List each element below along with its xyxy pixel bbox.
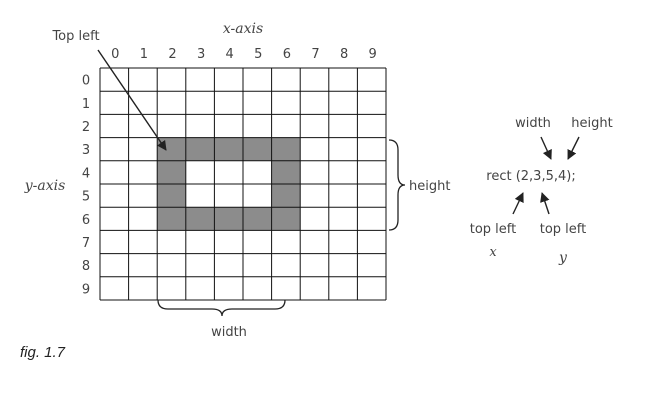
x-tick-label: 7: [311, 47, 319, 62]
rectangle-cell: [214, 207, 243, 231]
width-label: width: [211, 325, 247, 340]
top-left-y-arrow: [540, 192, 550, 215]
rectangle-cell: [243, 137, 272, 161]
rectangle-cell: [271, 184, 301, 208]
y-tick-label: 1: [82, 97, 90, 112]
rectangle-cell: [185, 207, 215, 231]
top-left-x-label: top left: [470, 222, 517, 237]
rectangle-cell: [185, 137, 215, 161]
y-tick-label: 0: [82, 74, 90, 89]
drawn-rectangle: [157, 137, 301, 231]
rectangle-cell: [157, 207, 186, 231]
x-tick-label: 2: [168, 47, 176, 62]
x-tick-label: 8: [340, 47, 348, 62]
height-brace: [388, 139, 406, 231]
x-tick-label: 1: [140, 47, 148, 62]
y-tick-label: 7: [82, 236, 90, 251]
width-param-arrow: [540, 136, 552, 160]
x-tick-label: 4: [226, 47, 234, 62]
y-tick-label: 9: [82, 282, 90, 297]
rectangle-cell: [243, 207, 272, 231]
y-tick-label: 2: [82, 120, 90, 135]
rectangle-cell: [271, 207, 301, 231]
x-tick-label: 0: [111, 47, 119, 62]
y-tick-label: 5: [82, 190, 90, 205]
x-tick-label: 3: [197, 47, 205, 62]
y-tick-labels: 0 1 2 3 4 5 6 7 8 9: [82, 74, 90, 298]
rectangle-cell: [271, 160, 301, 184]
x-axis-title: x-axis: [223, 21, 263, 37]
top-left-y-label: top left: [540, 222, 587, 237]
x-tick-label: 5: [254, 47, 262, 62]
rectangle-cell: [271, 137, 301, 161]
rect-code: rect (2,3,5,4);: [486, 169, 575, 184]
width-param-label: width: [515, 116, 551, 131]
pixel-grid: [99, 67, 387, 301]
top-left-x-sub: x: [489, 245, 497, 260]
height-label: height: [409, 179, 450, 194]
rectangle-cell: [157, 137, 186, 161]
top-left-label: Top left: [51, 29, 99, 44]
height-param-arrow: [567, 136, 580, 160]
y-tick-label: 4: [82, 166, 90, 181]
y-tick-label: 3: [82, 143, 90, 158]
top-left-arrow: [97, 49, 167, 151]
x-tick-label: 9: [369, 47, 377, 62]
y-tick-label: 8: [82, 259, 90, 274]
top-left-x-arrow: [512, 192, 524, 215]
rectangle-cell: [214, 137, 243, 161]
rectangle-cell: [157, 184, 186, 208]
figure-caption: fig. 1.7: [20, 344, 66, 361]
width-brace: [157, 299, 286, 317]
top-left-y-sub: y: [558, 250, 568, 266]
rectangle-cell: [157, 160, 186, 184]
height-param-label: height: [571, 116, 612, 131]
x-tick-labels: 0 1 2 3 4 5 6 7 8 9: [111, 47, 377, 62]
y-axis-title: y-axis: [24, 178, 66, 194]
y-tick-label: 6: [82, 213, 90, 228]
x-tick-label: 6: [283, 47, 291, 62]
